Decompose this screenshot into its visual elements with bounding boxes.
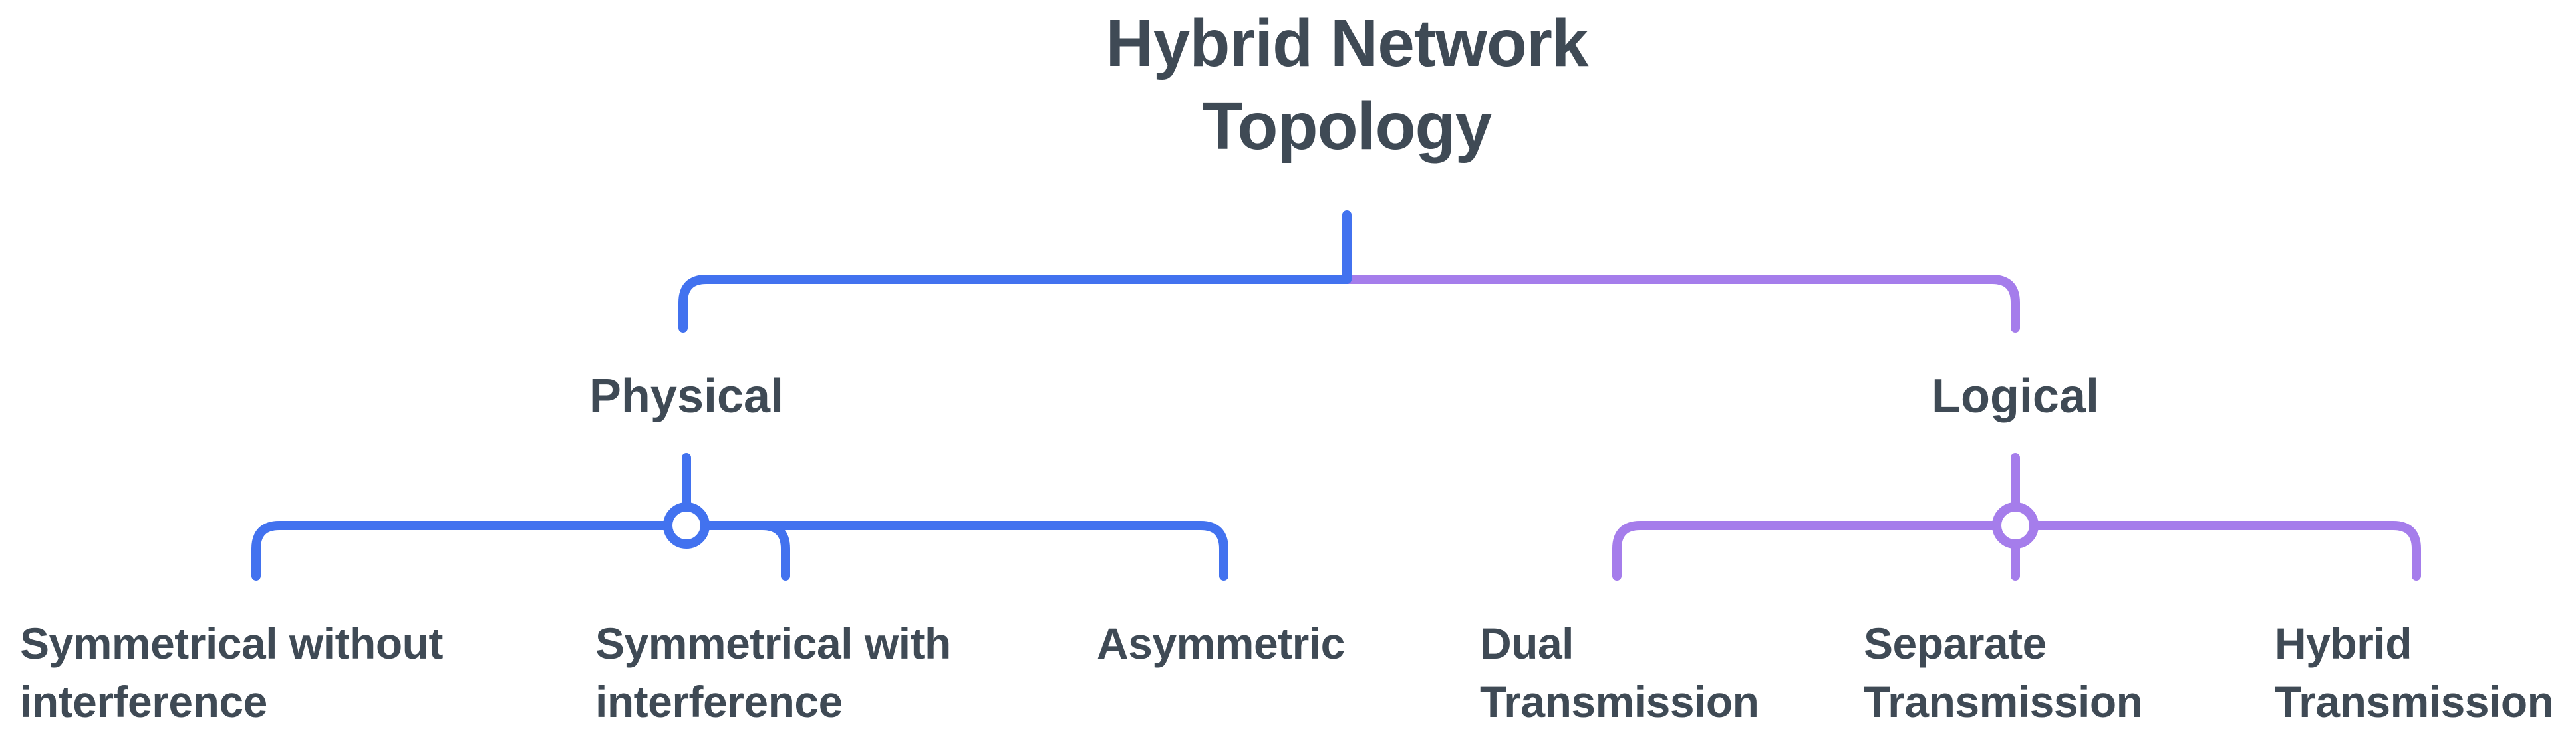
branch-label-logical: Logical <box>1931 370 2100 423</box>
physical-branch-connectors <box>251 210 1352 581</box>
logical-branch-connectors <box>1342 275 2421 581</box>
diagram-title: Hybrid Network Topology <box>1105 6 1588 164</box>
edge-logical-dual <box>1612 521 2020 581</box>
edge-physical-asymmetric <box>682 521 1228 581</box>
leaf-label-asymmetric: Asymmetric <box>1097 619 1345 668</box>
leaf-label-hybrid-transmission: Hybrid Transmission <box>2275 619 2554 726</box>
branch-label-physical: Physical <box>589 370 784 423</box>
edge-logical-hybrid <box>2011 521 2421 581</box>
leaf-label-dual-transmission: Dual Transmission <box>1480 619 1759 726</box>
edge-root-physical <box>678 275 1352 333</box>
physical-node-circle <box>663 502 710 549</box>
logical-node-circle <box>1992 502 2039 549</box>
edge-root-logical <box>1342 275 2020 333</box>
edge-physical-sym-without <box>251 521 691 581</box>
leaf-label-separate-transmission: Separate Transmission <box>1864 619 2143 726</box>
leaf-label-symmetrical-with-interference: Symmetrical with interference <box>595 619 951 726</box>
leaf-label-symmetrical-without-interference: Symmetrical without interference <box>20 619 443 726</box>
